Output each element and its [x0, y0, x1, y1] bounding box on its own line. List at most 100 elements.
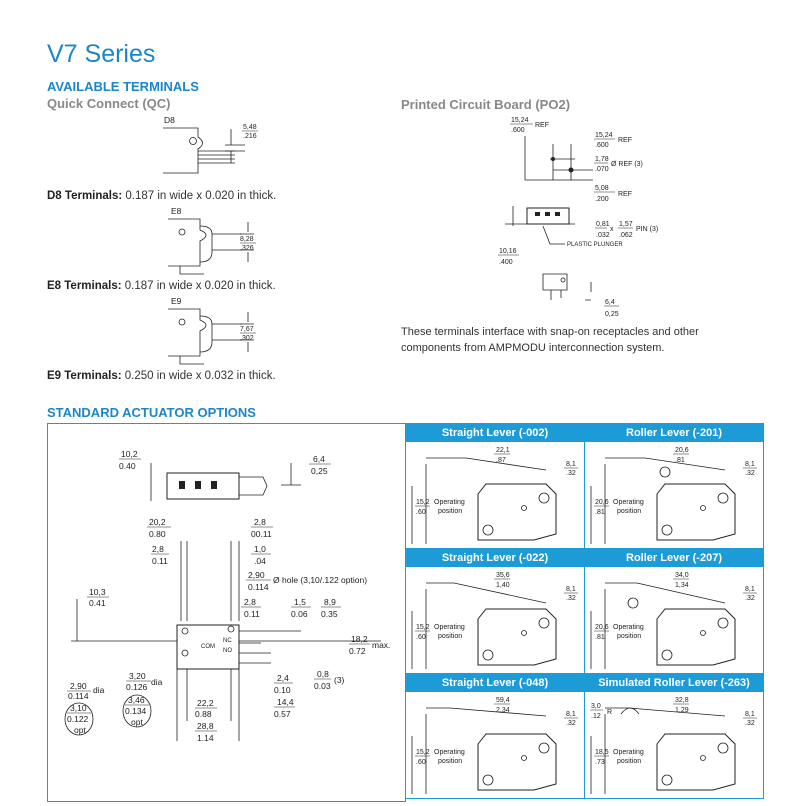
main-d2-top: 6,4 [313, 454, 325, 464]
main-d12-top: 18,2 [351, 634, 368, 644]
main-d14-bot: 0.126 [126, 682, 148, 692]
e8-dim-top: 8,28 [240, 236, 254, 243]
e9-text: 0.250 in wide x 0.032 in thick. [121, 370, 276, 382]
panel-r-label: R [607, 709, 612, 716]
d8-label: D8 Terminals: [47, 190, 123, 202]
panel-op-label1: Operating [434, 499, 465, 506]
panel-op-bot: .60 [416, 509, 426, 516]
pcb-d6-suf: PIN (3) [636, 226, 658, 233]
pcb-d3-top: 1,78 [595, 156, 609, 163]
main-d19-bot: 0.10 [274, 685, 291, 695]
panel-lever-top: 59,4 [496, 697, 510, 704]
main-d6-bot: .04 [254, 556, 266, 566]
panel-right-top: 8,1 [566, 461, 576, 468]
actuator-panel-drawing: 20,6 .81 8,1 .32 20,6 .81 Operating posi… [590, 447, 757, 544]
main-d15-bot: 0.122 [67, 714, 89, 724]
d8-terminal-drawing: D8 5,48 .216 [163, 115, 258, 174]
actuator-panel: Roller Lever (-207) 34,0 1,34 8,1 .32 20… [584, 548, 764, 674]
main-hole-label: Ø hole (3,10/.122 option) [273, 575, 367, 585]
main-d18-top: 28,8 [197, 721, 214, 731]
d8-code: D8 [164, 115, 175, 125]
panel-op-label2: position [438, 633, 462, 640]
main-d9-bot: 0.11 [244, 609, 260, 619]
e9-terminal-drawing: E9 7,67 .302 [168, 296, 256, 365]
main-opt1: opt [74, 725, 86, 735]
panel-lever-top: 32,8 [675, 697, 689, 704]
e8-text: 0.187 in wide x 0.020 in thick. [121, 280, 276, 292]
pcb-d1-suf: REF [535, 122, 549, 129]
panel-right-top: 8,1 [566, 586, 576, 593]
panel-op-top: 15,2 [416, 749, 430, 756]
panel-right-bot: .32 [566, 470, 576, 477]
main-dimension-panel: 10,2 0.40 6,4 0,25 20,2 0.80 2,8 00.11 2… [47, 423, 406, 802]
panel-right-bot: .32 [745, 720, 755, 727]
actuator-panel-title: Straight Lever (-048) [406, 674, 584, 692]
panel-op-bot: .81 [595, 509, 605, 516]
main-d14-top: 3,20 [129, 671, 146, 681]
panel-right-top: 8,1 [745, 586, 755, 593]
panel-op-top: 20,6 [595, 624, 609, 631]
main-d17-top: 22,2 [197, 698, 214, 708]
actuator-panel: Straight Lever (-002) 22,1 .87 8,1 .32 1… [405, 423, 585, 549]
main-no-label: NO [223, 648, 232, 654]
main-d13-bot: 0.114 [68, 691, 89, 701]
panel-lever-top: 35,6 [496, 572, 510, 579]
panel-lever-bot: .87 [496, 457, 506, 464]
panel-op-label2: position [617, 758, 641, 765]
actuator-panel: Straight Lever (-022) 35,6 1,40 8,1 .32 … [405, 548, 585, 674]
main-d15-top: 3,10 [70, 703, 87, 713]
main-max-label: max. [372, 640, 390, 650]
panel-op-label2: position [438, 508, 462, 515]
main-d4-top: 2,8 [254, 517, 266, 527]
main-d16-bot: 0.134 [125, 706, 147, 716]
main-switch-drawing: 10,2 0.40 6,4 0,25 20,2 0.80 2,8 00.11 2… [64, 449, 390, 743]
pcb-d4-top: 5,08 [595, 185, 609, 192]
panel-op-label1: Operating [613, 499, 644, 506]
actuator-panel-title: Simulated Roller Lever (-263) [585, 674, 763, 692]
pcb-d7-top: 10,16 [499, 248, 517, 255]
panel-op-top: 15,2 [416, 499, 430, 506]
actuators-heading: STANDARD ACTUATOR OPTIONS [47, 405, 256, 420]
main-d21-top: 0,8 [317, 669, 329, 679]
page-title: V7 Series [47, 40, 156, 68]
main-com-label: COM [201, 644, 215, 650]
main-d3-top: 20,2 [149, 517, 166, 527]
main-d19-top: 2,4 [277, 673, 289, 683]
panel-op-top: 15,2 [416, 624, 430, 631]
main-d20-top: 14,4 [277, 697, 294, 707]
actuator-panel: Simulated Roller Lever (-263) 3,0 .12 R … [584, 673, 764, 799]
main-d18-bot: 1.14 [197, 733, 214, 743]
panel-lever-top: 20,6 [675, 447, 689, 454]
pcb-d4-bot: .200 [595, 196, 609, 203]
actuator-panel: Straight Lever (-048) 59,4 2,34 8,1 .32 … [405, 673, 585, 799]
pcb-d8-bot: 0,25 [605, 311, 619, 318]
e8-code: E8 [171, 206, 182, 216]
panel-right-top: 8,1 [745, 461, 755, 468]
main-d20-bot: 0.57 [274, 709, 291, 719]
panel-right-bot: .32 [745, 595, 755, 602]
e8-description: E8 Terminals: 0.187 in wide x 0.020 in t… [47, 280, 276, 292]
pcb-d1-top: 15,24 [511, 117, 529, 124]
panel-op-label1: Operating [613, 749, 644, 756]
main-d11-bot: 0.35 [321, 609, 338, 619]
main-nc-label: NC [223, 638, 232, 644]
main-d21-bot: 0.03 [314, 681, 331, 691]
pcb-d3-bot: .070 [595, 166, 609, 173]
e8-dim-bot: .326 [240, 245, 254, 252]
panel-lever-top: 22,1 [496, 447, 510, 454]
main-d10-bot: 0.06 [291, 609, 308, 619]
pcb-d1-bot: .600 [511, 127, 525, 134]
d8-description: D8 Terminals: 0.187 in wide x 0.020 in t… [47, 190, 276, 202]
actuator-panel-drawing: 34,0 1,34 8,1 .32 20,6 .81 Operating pos… [590, 572, 757, 669]
main-d5-bot: 0.11 [152, 556, 168, 566]
panel-right-bot: .32 [566, 595, 576, 602]
panel-op-top: 20,6 [595, 499, 609, 506]
panel-op-label2: position [617, 633, 641, 640]
panel-right-bot: .32 [566, 720, 576, 727]
actuator-panel-title: Straight Lever (-022) [406, 549, 584, 567]
main-note-3: (3) [334, 675, 345, 685]
pcb-d8-top: 6,4 [605, 299, 615, 306]
main-d12-bot: 0.72 [349, 646, 366, 656]
e8-terminal-drawing: E8 8,28 .326 [168, 206, 256, 275]
actuator-panel-drawing: 3,0 .12 R 32,8 1,29 8,1 .32 18,5 .73 Ope… [590, 697, 757, 794]
